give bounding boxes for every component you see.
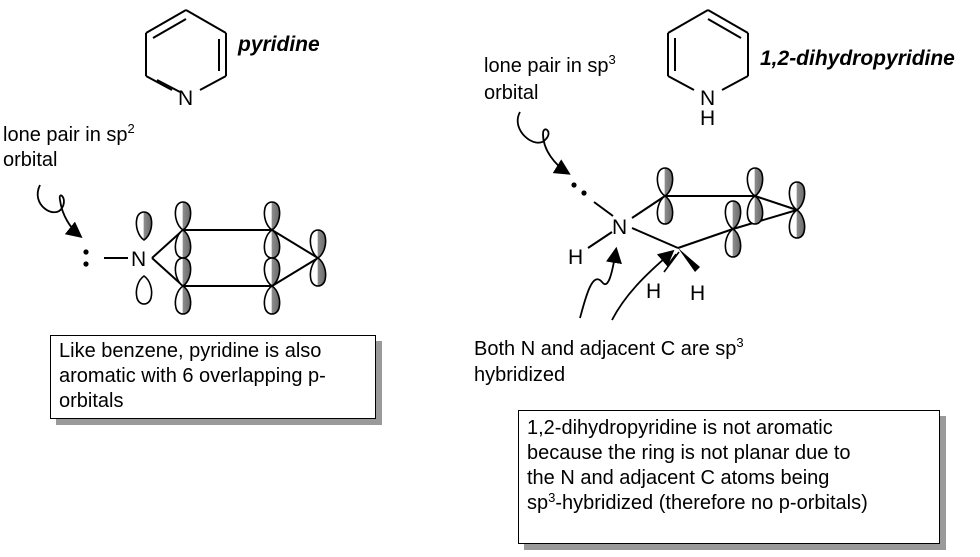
pyridine-caption-line-3: orbitals [59, 390, 124, 412]
dihydropyridine-ch2 [663, 248, 700, 273]
pyridine-n-atom: N [178, 87, 193, 110]
pyridine-orbital-n-atom: N [131, 248, 146, 271]
sp3-c-arrow [611, 249, 675, 321]
dihydropyridine-ch2-h1: H [646, 280, 661, 303]
dihydropyridine-orbital-n-atom: N [612, 216, 627, 239]
pyridine-caption-box: Like benzene, pyridine is also aromatic … [50, 335, 376, 419]
dihydropyridine-caption-line-3: the N and adjacent C atoms being [527, 467, 830, 489]
dihydropyridine-nh-bond [587, 231, 613, 249]
pyridine-lone-pair-arrow [36, 184, 83, 239]
dihydropyridine-structure [667, 9, 749, 91]
dihydropyridine-lone-pair-dots [571, 182, 587, 196]
dihydropyridine-p-orbitals [656, 167, 806, 258]
dihydropyridine-caption-box: 1,2-dihydropyridine is not aromatic beca… [518, 410, 940, 544]
sp3-n-arrow [579, 246, 622, 319]
dihydropyridine-caption-line-1: 1,2-dihydropyridine is not aromatic [527, 417, 833, 439]
dihydropyridine-n-h: H [568, 246, 583, 269]
dihydropyridine-nh-atom: H [700, 107, 715, 130]
pyridine-lone-pair-label-2: orbital [3, 149, 57, 171]
dihydropyridine-lp-bond [593, 201, 614, 217]
dihydropyridine-lone-pair-arrow [516, 111, 571, 175]
dihydropyridine-caption-line-2: because the ring is not planar due to [527, 442, 851, 464]
dihydropyridine-n-atom: N [700, 87, 715, 110]
dihydropyridine-lone-pair-label-2: orbital [484, 82, 538, 104]
dihydropyridine-caption-line-4: sp3-hybridized (therefore no p-orbitals) [527, 490, 868, 514]
pyridine-lone-pair-label: lone pair in sp2 [3, 121, 135, 146]
pyridine-caption-line-2: aromatic with 6 overlapping p- [59, 365, 326, 387]
pyridine-lone-pair-dots [83, 249, 89, 267]
pyridine-caption-line-1: Like benzene, pyridine is also [59, 340, 322, 362]
pyridine-p-orbitals [135, 201, 327, 315]
dihydropyridine-ch2-h2: H [690, 282, 705, 305]
sp3-label: Both N and adjacent C are sp3 [474, 335, 744, 360]
dihydropyridine-orbital-ring [631, 195, 798, 249]
sp3-label-2: hybridized [474, 364, 565, 386]
pyridine-name: pyridine [237, 33, 320, 56]
dihydropyridine-lone-pair-label: lone pair in sp3 [484, 52, 616, 77]
dihydropyridine-name: 1,2-dihydropyridine [760, 47, 955, 70]
pyridine-structure [145, 9, 227, 93]
